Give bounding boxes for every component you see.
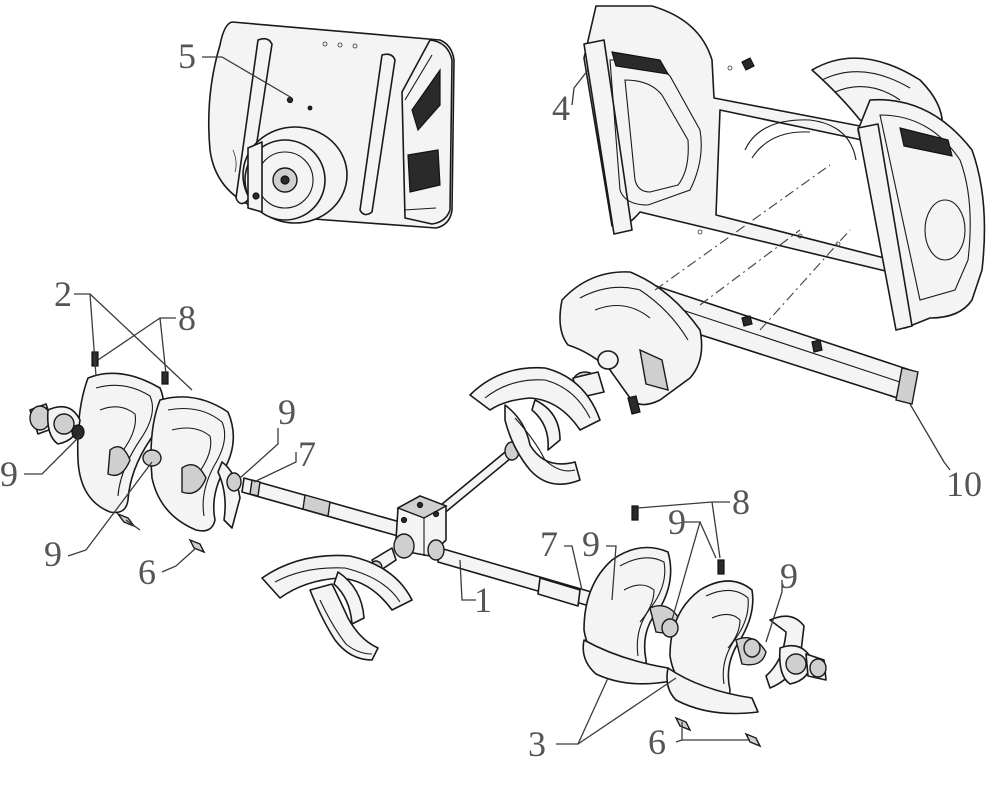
part-1-gearbox-and-shaft: [241, 441, 619, 617]
callout-6: 6: [648, 722, 666, 762]
part-2-left-auger-flight-outer: [76, 372, 165, 514]
callout-7: 7: [540, 524, 558, 564]
callout-9: 9: [668, 502, 686, 542]
impeller-blade-lower: [261, 554, 413, 661]
callout-5: 5: [178, 36, 196, 76]
part-5-auger-housing-rear: [207, 21, 455, 229]
callout-8: 8: [178, 298, 196, 338]
part-10-scraper-bar-assembly: [559, 271, 919, 415]
callout-3: 3: [528, 724, 546, 764]
callout-9: 9: [582, 524, 600, 564]
right-hub-assembly: [631, 505, 827, 748]
leader-lines: [24, 56, 951, 745]
callout-4: 4: [552, 88, 570, 128]
callout-2: 2: [54, 274, 72, 314]
callout-9: 9: [44, 534, 62, 574]
callout-10: 10: [946, 464, 982, 504]
impeller-blade-upper: [469, 366, 601, 486]
part-3-right-auger-flight-inner: [582, 546, 681, 685]
callout-9: 9: [0, 454, 18, 494]
callout-7: 7: [298, 434, 316, 474]
callout-labels: 5 4 2 8 9 9 7 9 6 1 10 8 9 7 9 9 3 6: [0, 36, 982, 764]
callout-9: 9: [780, 556, 798, 596]
callout-9: 9: [278, 392, 296, 432]
callout-8: 8: [732, 482, 750, 522]
part-4-auger-housing-main: [583, 5, 986, 331]
part-2-left-auger-flight-inner: [150, 396, 241, 532]
callout-1: 1: [474, 580, 492, 620]
assembly-lines: [654, 164, 851, 331]
callout-6: 6: [138, 552, 156, 592]
